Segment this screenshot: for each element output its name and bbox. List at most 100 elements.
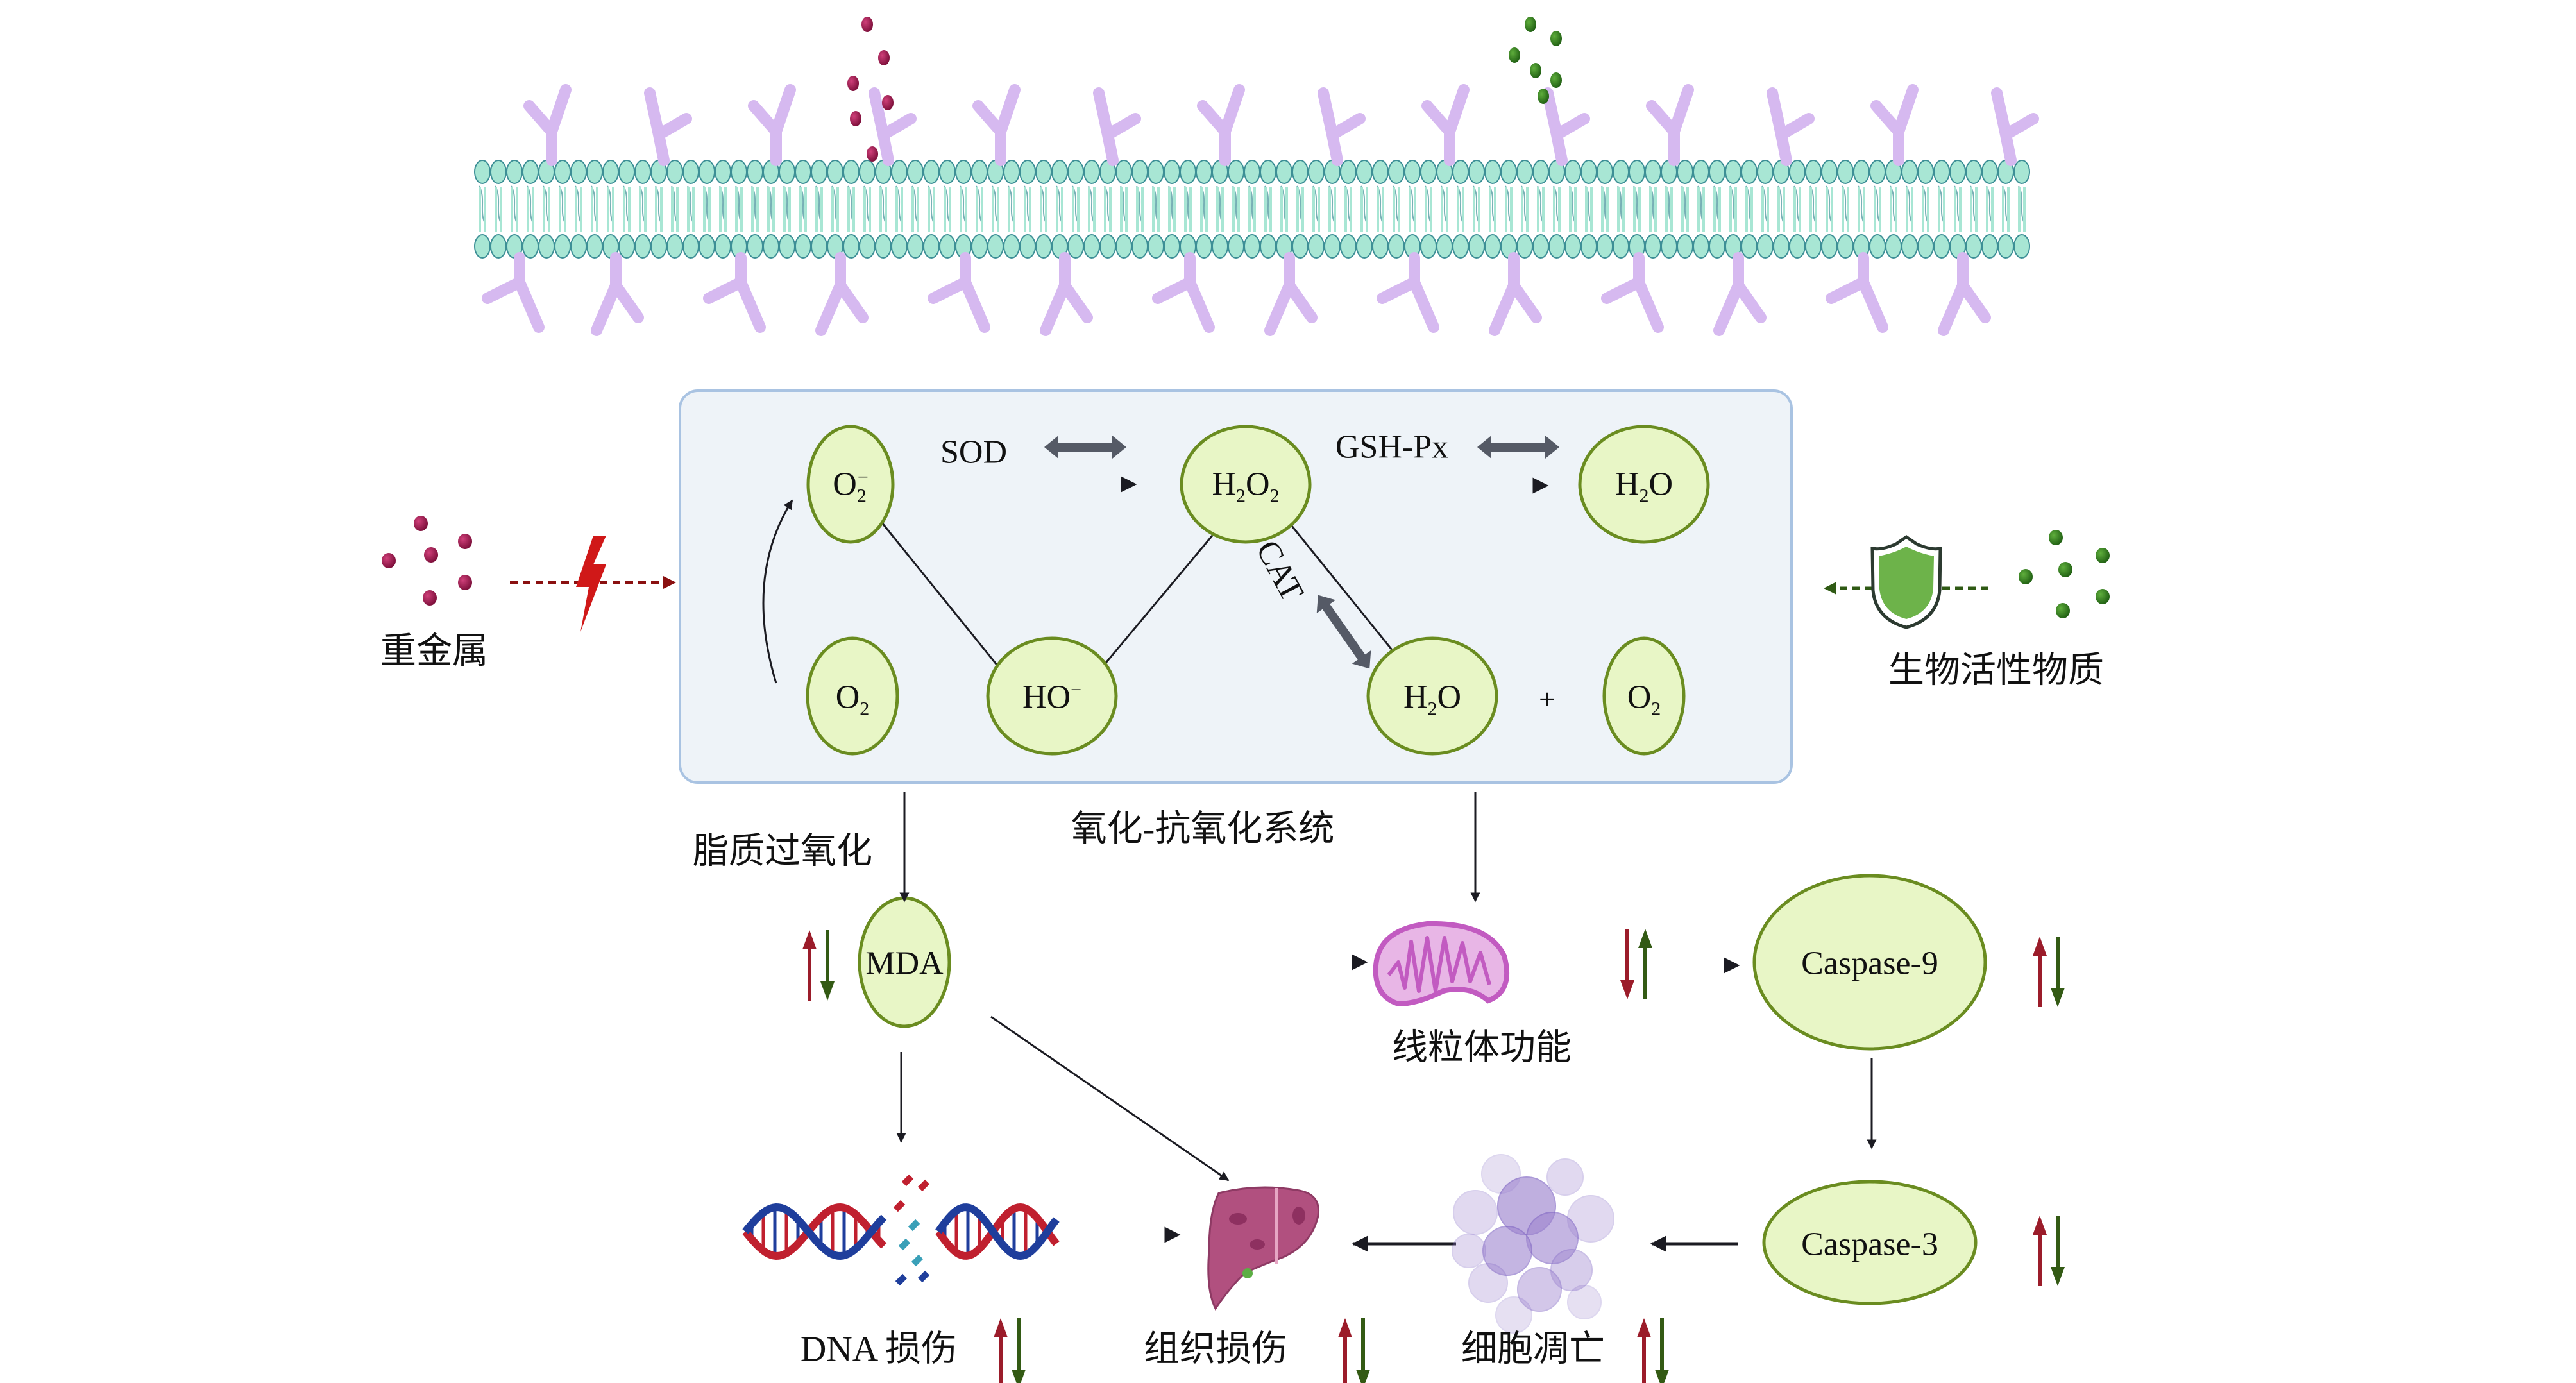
receptor-icon bbox=[1318, 87, 1366, 166]
h2o2-node bbox=[1180, 425, 1312, 544]
dna-damage-label: DNA 损伤 bbox=[800, 1329, 958, 1370]
lipid-head bbox=[1131, 160, 1148, 184]
dna-fragment bbox=[917, 1179, 930, 1192]
receptor-icon bbox=[1542, 87, 1590, 166]
broken-dna-icon bbox=[742, 1174, 1060, 1286]
particle bbox=[382, 553, 396, 568]
lipid-head bbox=[1677, 234, 1693, 259]
apoptosis-up-arrow-icon-head bbox=[1637, 1318, 1651, 1337]
lipid-head bbox=[747, 160, 763, 184]
lipid-head bbox=[907, 234, 924, 259]
particle bbox=[424, 547, 438, 563]
receptor-icon bbox=[972, 84, 1021, 166]
lipid-head bbox=[1821, 234, 1838, 259]
lipid-head bbox=[811, 160, 827, 184]
mda-up-arrow-icon-head bbox=[802, 930, 817, 949]
lipid-head bbox=[699, 234, 715, 259]
mito-up-arrow-icon-head bbox=[1638, 929, 1652, 948]
lipid-head bbox=[1789, 160, 1806, 184]
lipid-head bbox=[715, 234, 731, 259]
lipid-head bbox=[522, 234, 539, 259]
lipid-head bbox=[1997, 234, 2014, 259]
lipid-head bbox=[1276, 160, 1292, 184]
lipid-head bbox=[506, 160, 523, 184]
hydroxide-node bbox=[986, 636, 1118, 756]
particle bbox=[2049, 530, 2063, 545]
particle bbox=[2019, 569, 2033, 584]
particle bbox=[1509, 47, 1520, 63]
lipid-head bbox=[779, 160, 795, 184]
lipid-head bbox=[1837, 234, 1854, 259]
o2-right-node-label: O2 bbox=[1627, 679, 1661, 720]
lipid-head bbox=[1965, 160, 1982, 184]
dna-strand bbox=[935, 1203, 1060, 1260]
lipid-head bbox=[939, 160, 956, 184]
apoptotic-body bbox=[1567, 1285, 1602, 1319]
lipid-head bbox=[1356, 234, 1373, 259]
receptor-icon bbox=[1197, 84, 1245, 166]
lipid-head bbox=[634, 234, 651, 259]
lipid-head bbox=[1917, 160, 1934, 184]
apoptotic-body bbox=[1517, 1267, 1562, 1312]
lipid-head bbox=[1292, 234, 1309, 259]
o2-right-node bbox=[1602, 636, 1686, 756]
lipid-head bbox=[763, 234, 779, 259]
particle bbox=[2058, 562, 2072, 577]
lipid-head bbox=[1805, 160, 1822, 184]
particle bbox=[2096, 548, 2110, 563]
h2o2-node-label: H2O2 bbox=[1212, 466, 1280, 507]
lipid-head bbox=[1468, 234, 1485, 259]
dna-fragment bbox=[893, 1200, 906, 1212]
receptor-icon bbox=[703, 252, 766, 333]
h2o-top-node bbox=[1578, 425, 1710, 544]
lipid-head bbox=[1051, 160, 1068, 184]
dna-damage-down-arrow-icon-head bbox=[1012, 1370, 1026, 1383]
lipid-head bbox=[1148, 160, 1164, 184]
lipid-head bbox=[715, 160, 731, 184]
lipid-head bbox=[570, 234, 587, 259]
apoptotic-body bbox=[1495, 1296, 1532, 1334]
arrow-h2o2-to-hydroxide bbox=[1096, 523, 1223, 675]
lipid-head bbox=[1580, 160, 1597, 184]
lipid-head bbox=[747, 234, 763, 259]
lipid-head bbox=[939, 234, 956, 259]
apoptotic-body bbox=[1546, 1158, 1584, 1196]
lipid-head bbox=[1933, 234, 1950, 259]
lipid-head bbox=[859, 234, 876, 259]
shield-icon bbox=[1870, 534, 1942, 629]
lipid-head bbox=[618, 234, 635, 259]
lipid-head bbox=[682, 234, 699, 259]
lipid-head bbox=[987, 234, 1004, 259]
particle bbox=[414, 516, 428, 531]
apoptosis-down-arrow-icon-head bbox=[1655, 1370, 1669, 1383]
lipid-head bbox=[1388, 160, 1405, 184]
lipid-head bbox=[1067, 160, 1084, 184]
lipid-head bbox=[795, 234, 811, 259]
dna-fragment bbox=[911, 1254, 924, 1267]
lipid-head bbox=[1869, 234, 1886, 259]
lipid-head bbox=[474, 160, 491, 184]
lipid-head bbox=[1693, 234, 1709, 259]
sod-enzyme-label: SOD bbox=[940, 434, 1008, 471]
lipid-head bbox=[1709, 160, 1725, 184]
lipid-head bbox=[1564, 160, 1581, 184]
lipid-head bbox=[1115, 234, 1132, 259]
lipid-head bbox=[1003, 234, 1020, 259]
receptor-icon bbox=[1377, 252, 1439, 333]
arrow-o2-to-superoxide bbox=[762, 499, 793, 684]
mito-function-label: 线粒体功能 bbox=[1392, 1028, 1572, 1068]
lipid-head bbox=[1869, 160, 1886, 184]
bioactive-substance-label: 生物活性物质 bbox=[1888, 650, 2104, 691]
lipid-head bbox=[634, 160, 651, 184]
plus-sign: + bbox=[1538, 683, 1556, 716]
caspase3-down-arrow-icon-head bbox=[2051, 1267, 2065, 1286]
dna-fragment bbox=[917, 1270, 930, 1283]
lipid-head bbox=[618, 160, 635, 184]
lipid-head bbox=[1420, 234, 1437, 259]
lipid-head bbox=[1356, 160, 1373, 184]
superoxide-node bbox=[806, 425, 895, 544]
lipid-head bbox=[1083, 160, 1100, 184]
lightning-bolt-icon bbox=[576, 536, 606, 632]
lipid-head bbox=[1853, 160, 1870, 184]
lipid-head bbox=[538, 234, 555, 259]
